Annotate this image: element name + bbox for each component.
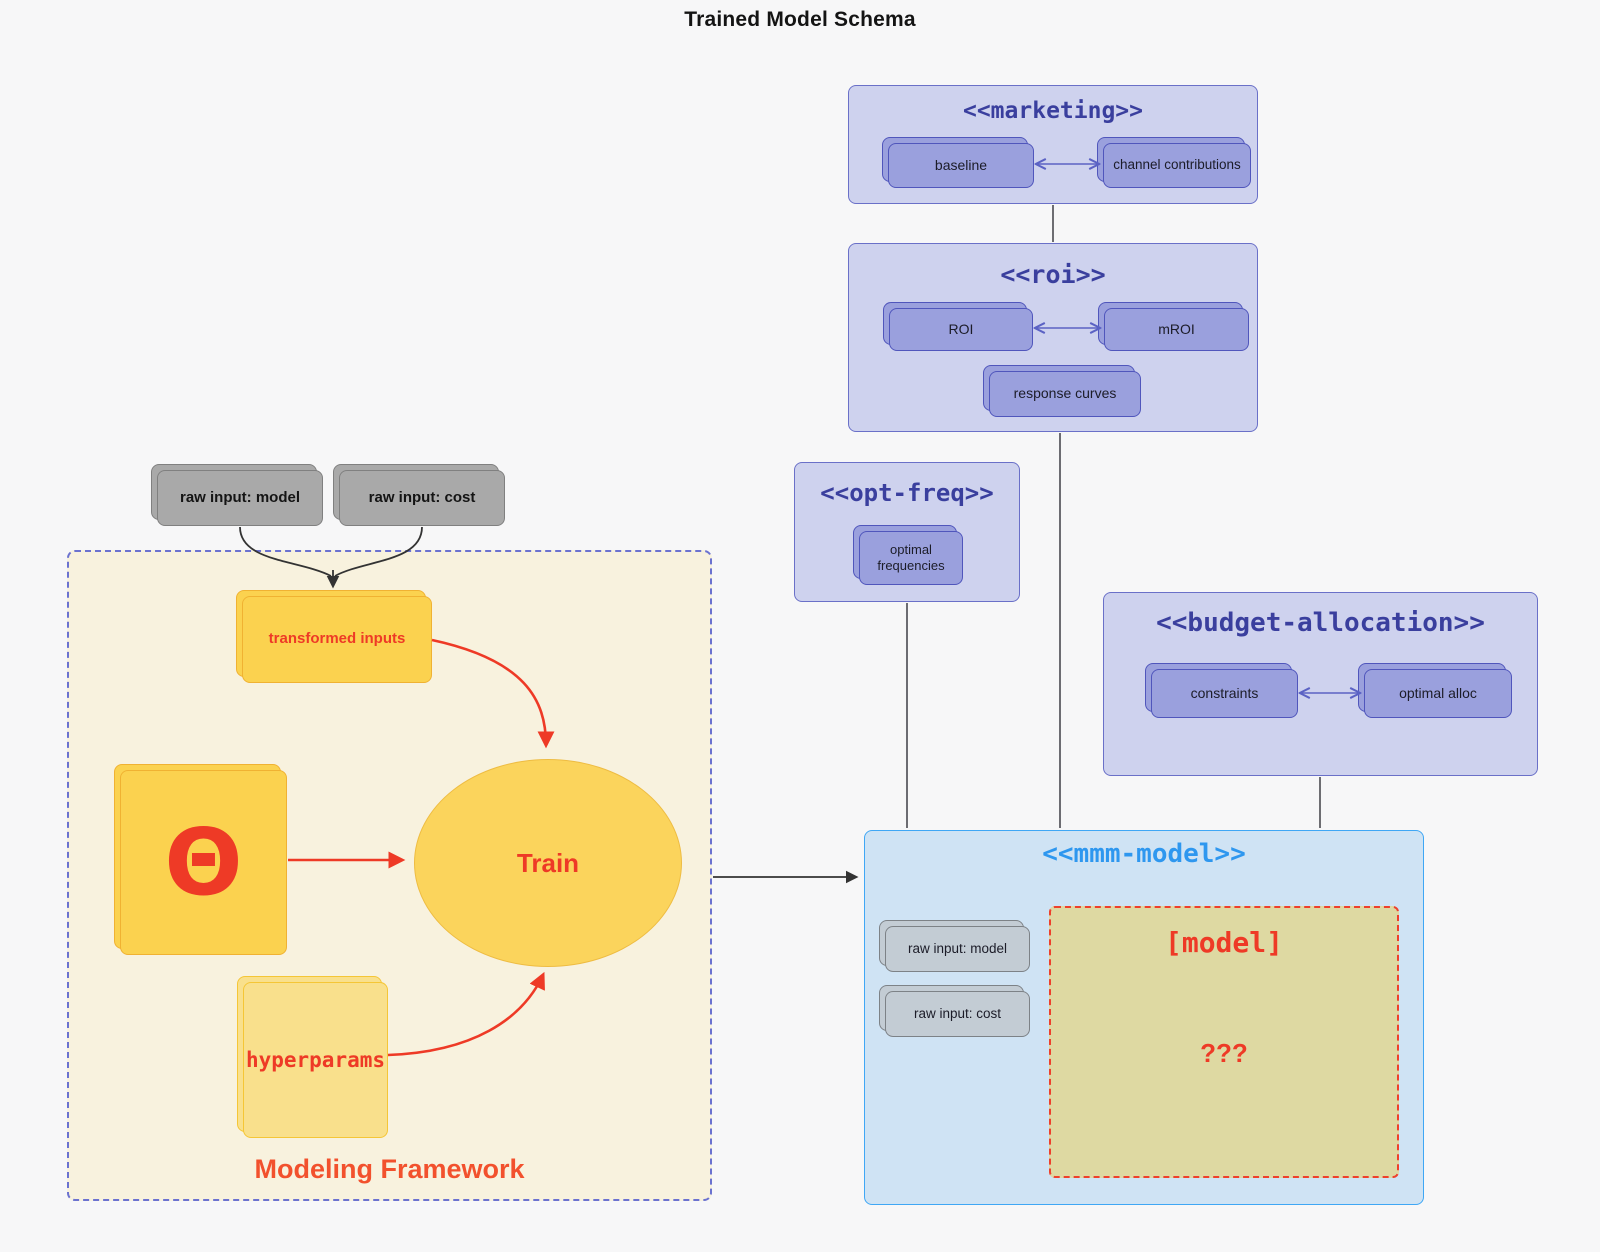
modeling-framework-label: Modeling Framework (254, 1154, 525, 1184)
theta-symbol: Θ (164, 809, 243, 916)
opt-freq-container: <<opt-freq>> optimal frequencies (794, 462, 1020, 602)
marketing-title: <<marketing>> (962, 98, 1143, 124)
node-train: Train (414, 759, 682, 967)
mmm-model-container: <<mmm-model>> raw input: model raw input… (864, 830, 1424, 1205)
node-transformed-inputs: transformed inputs (236, 590, 432, 683)
node-raw-input-cost: raw input: cost (333, 464, 505, 526)
opt-freq-title: <<opt-freq>> (820, 479, 994, 507)
node-raw-input-model-mmm: raw input: model (879, 920, 1030, 972)
page-title: Trained Model Schema (684, 8, 916, 31)
marketing-container: <<marketing>> baseline channel contribut… (848, 85, 1258, 204)
roi-container: <<roi>> ROI mROI response curves (848, 243, 1258, 432)
node-baseline: baseline (882, 137, 1034, 188)
node-hyperparams: hyperparams (237, 976, 388, 1138)
node-response-curves: response curves (983, 365, 1141, 417)
model-placeholder-label: [model] (1164, 926, 1283, 959)
node-mroi: mROI (1098, 302, 1249, 351)
roi-title: <<roi>> (1000, 260, 1106, 289)
unknown-label: ??? (1200, 1038, 1248, 1068)
node-raw-input-cost-mmm: raw input: cost (879, 985, 1030, 1037)
train-label: Train (516, 847, 580, 878)
budget-allocation-title: <<budget-allocation>> (1156, 608, 1485, 638)
node-optimal-frequencies: optimal frequencies (853, 525, 963, 585)
node-raw-input-model: raw input: model (151, 464, 323, 526)
node-theta: Θ (114, 764, 287, 955)
mmm-model-title: <<mmm-model>> (1042, 839, 1246, 869)
node-constraints: constraints (1145, 663, 1298, 718)
modeling-framework-container: transformed inputs Θ Train hyperparams M… (67, 550, 712, 1201)
budget-allocation-container: <<budget-allocation>> constraints optima… (1103, 592, 1538, 776)
hyperparams-label: hyperparams (245, 1047, 386, 1072)
model-placeholder-box: [model] ??? (1049, 906, 1399, 1178)
node-roi: ROI (883, 302, 1033, 351)
node-channel-contributions: channel contributions (1097, 137, 1251, 188)
node-optimal-alloc: optimal alloc (1358, 663, 1512, 718)
transformed-inputs-label: transformed inputs (268, 630, 406, 648)
